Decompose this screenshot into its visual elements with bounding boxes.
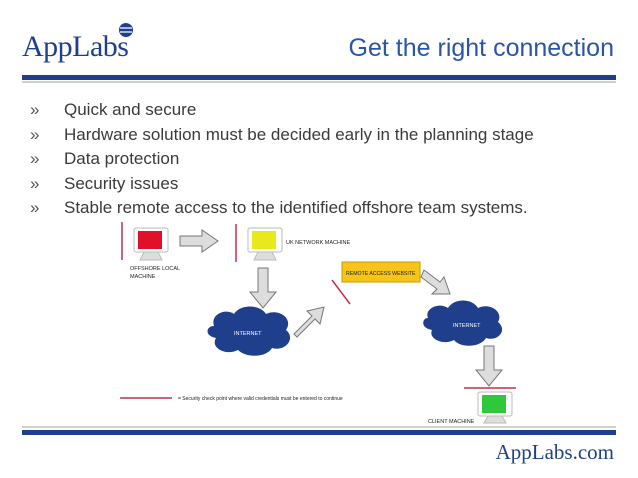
uk-screen <box>252 231 276 249</box>
bullet-text: Data protection <box>64 149 180 168</box>
internet-cloud-right <box>423 300 503 346</box>
remote-access-box <box>341 261 421 283</box>
arrow-up-right <box>293 306 325 338</box>
arrow-down-right <box>420 269 451 295</box>
footer-website: AppLabs.com <box>495 440 614 464</box>
uk-computer-icon <box>247 227 283 261</box>
bullet-list: » Quick and secure » Hardware solution mus… <box>30 100 534 223</box>
checkpoint-line <box>331 279 351 305</box>
client-computer-icon <box>477 391 513 424</box>
bullet-marker: » <box>30 149 40 168</box>
logo-text: AppLabs <box>22 30 129 63</box>
bullet-item: » Security issues <box>30 174 534 199</box>
internet-label-right: INTERNET <box>453 323 481 329</box>
bullet-item: » Hardware solution must be decided early… <box>30 125 534 150</box>
slide-title: Get the right connection <box>348 34 614 62</box>
bullet-marker: » <box>30 173 40 193</box>
network-diagram: OFFSHORE LOCAL MACHINE UK NETWORK MACHIN… <box>120 222 516 425</box>
applabs-logo: AppLabs <box>22 22 142 70</box>
internet-label-left: INTERNET <box>234 331 262 337</box>
legend-text: = Security check point where valid crede… <box>178 396 343 402</box>
offshore-label-1: OFFSHORE LOCAL <box>130 266 180 272</box>
client-screen <box>482 395 506 413</box>
arrow-down-client <box>474 345 504 387</box>
internet-cloud-left <box>207 306 291 356</box>
bullet-item: » Data protection <box>30 149 534 174</box>
bullet-marker: » <box>30 124 40 144</box>
offshore-screen <box>138 231 162 249</box>
remote-access-label: REMOTE ACCESS WEBSITE <box>346 271 416 277</box>
offshore-computer-icon <box>133 227 169 261</box>
bullet-item: » Stable remote access to the identified … <box>30 198 534 223</box>
footer-rule <box>22 430 616 435</box>
header-rule-thin <box>22 81 616 83</box>
header-rule <box>22 75 616 80</box>
arrow-down <box>248 267 278 309</box>
bullet-marker: » <box>30 198 40 217</box>
arrow-right <box>179 229 219 253</box>
bullet-text: Quick and secure <box>64 100 197 119</box>
client-label: CLIENT MACHINE <box>428 419 475 425</box>
bullet-text: Security issues <box>64 173 179 193</box>
bullet-text: Stable remote access to the identified o… <box>64 198 528 217</box>
bullet-marker: » <box>30 100 40 119</box>
offshore-label-2: MACHINE <box>130 274 156 280</box>
uk-label: UK NETWORK MACHINE <box>286 240 351 246</box>
logo-globe-icon <box>119 23 133 37</box>
footer-rule-thin <box>22 426 616 428</box>
bullet-text: Hardware solution must be decided early … <box>64 124 534 144</box>
bullet-item: » Quick and secure <box>30 100 534 125</box>
